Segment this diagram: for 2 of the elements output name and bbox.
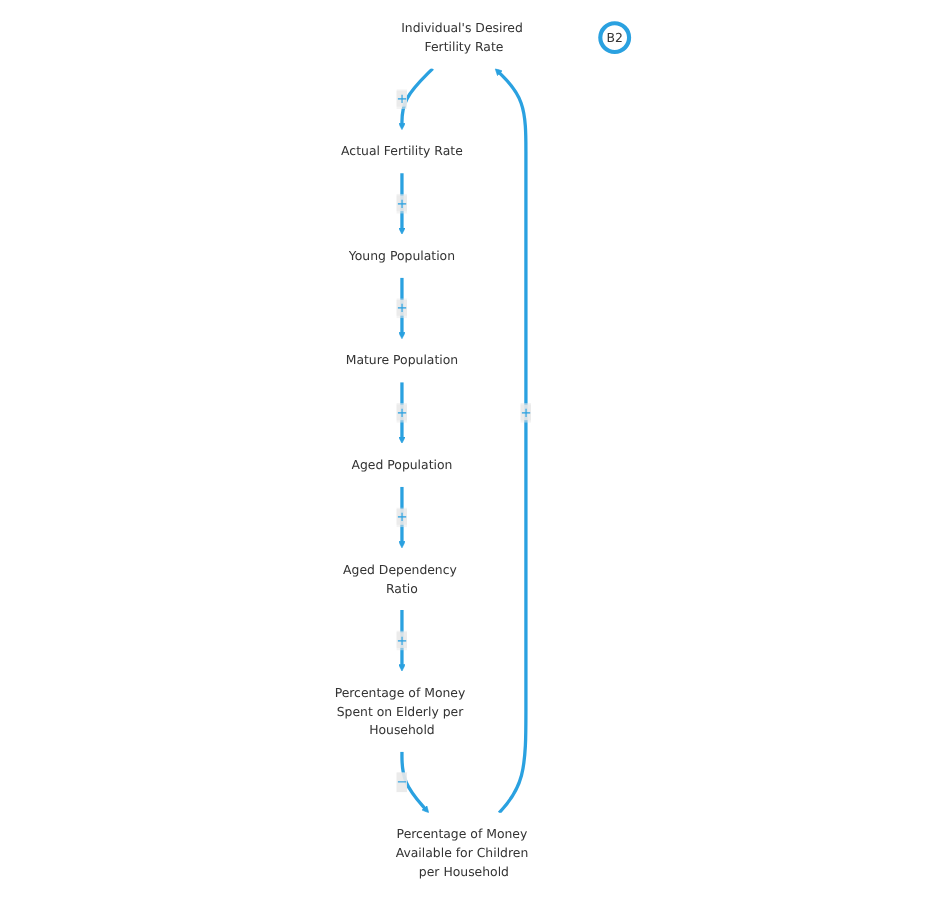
arrow bbox=[400, 751, 429, 814]
arrow bbox=[494, 68, 528, 814]
